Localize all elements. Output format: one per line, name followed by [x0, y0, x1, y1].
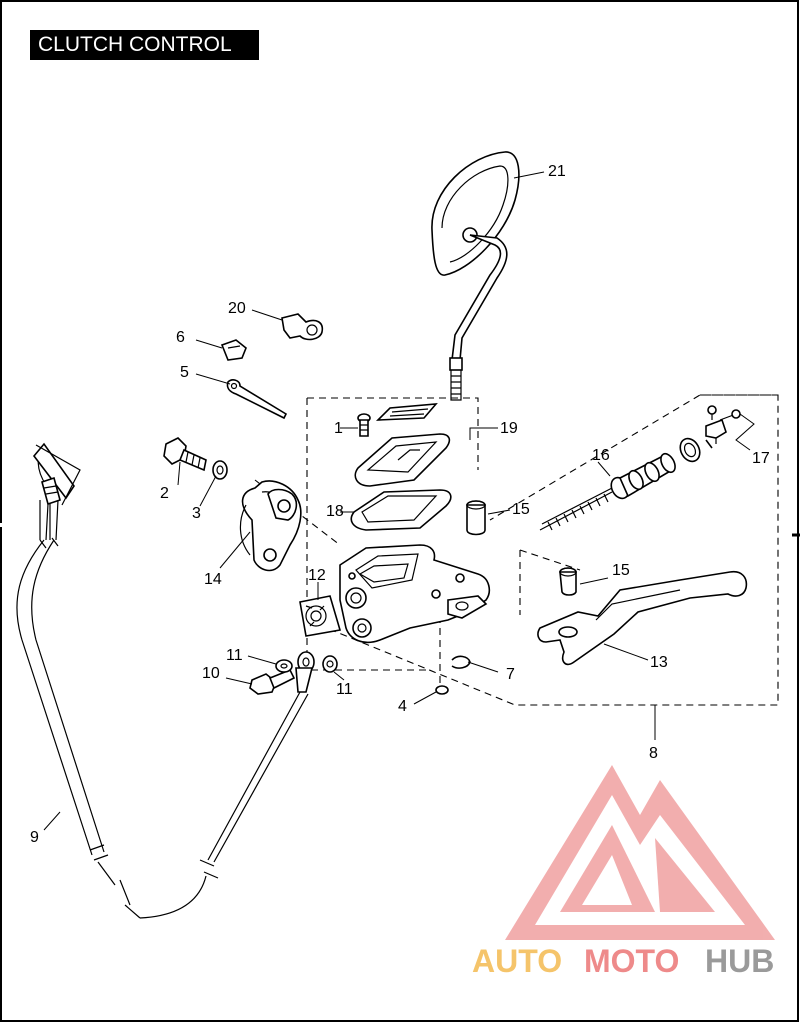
washer-part-3 — [212, 460, 228, 480]
cable-strap-part-5 — [226, 379, 288, 420]
callout-1: 1 — [334, 420, 343, 437]
piston-assembly-part-16 — [539, 437, 713, 531]
callout-9: 9 — [30, 829, 39, 846]
callout-11-right: 11 — [336, 681, 353, 698]
screw-part-1 — [357, 413, 371, 437]
callout-12: 12 — [308, 567, 326, 584]
switch-part-17 — [705, 405, 741, 444]
clutch-lever-part-13 — [537, 570, 748, 666]
callout-16: 16 — [592, 447, 610, 464]
callout-14: 14 — [204, 571, 222, 588]
clip-part-6 — [220, 339, 247, 361]
watermark-text-auto: AUTO — [472, 943, 562, 979]
master-cylinder-body — [339, 544, 491, 644]
watermark-text-hub: HUB — [705, 943, 774, 979]
callout-10: 10 — [202, 665, 220, 682]
washer-part-11-left — [275, 659, 293, 673]
cover-part-19 — [354, 403, 451, 487]
leader-lines — [43, 171, 755, 831]
callout-15-upper: 15 — [512, 501, 530, 518]
diaphragm-part-18 — [350, 489, 452, 531]
callout-3: 3 — [192, 505, 201, 522]
mirror-part-21 — [431, 151, 520, 401]
group-19-outline — [306, 397, 479, 671]
callout-6: 6 — [176, 329, 185, 346]
callout-7: 7 — [506, 666, 515, 683]
watermark-text-moto: MOTO — [584, 943, 679, 979]
callout-18: 18 — [326, 503, 344, 520]
diagram-title: CLUTCH CONTROL — [30, 30, 259, 60]
callout-20: 20 — [228, 300, 246, 317]
washer-part-4 — [435, 685, 449, 695]
pin-part-15-upper — [466, 500, 486, 536]
callout-8: 8 — [649, 745, 658, 762]
bracket-part-14 — [239, 480, 302, 572]
callout-2: 2 — [160, 485, 169, 502]
clutch-hose-part-9 — [16, 442, 315, 919]
callout-21: 21 — [548, 163, 566, 180]
washer-part-11-right — [322, 655, 338, 673]
callout-13: 13 — [650, 654, 668, 671]
banjo-bolt-part-10 — [249, 668, 296, 695]
group-8-outline — [306, 394, 779, 706]
circlip-part-7 — [451, 655, 471, 669]
callout-15-lower: 15 — [612, 562, 630, 579]
bolt-part-2 — [163, 437, 207, 472]
sight-glass-part-12 — [299, 595, 342, 637]
callout-4: 4 — [398, 698, 407, 715]
clamp-part-20 — [281, 313, 324, 341]
automotohub-logo — [505, 765, 775, 940]
pin-part-15-lower — [559, 567, 577, 596]
group-15b-outline — [519, 549, 581, 615]
callout-11-left: 11 — [226, 647, 243, 664]
callout-17: 17 — [752, 450, 770, 467]
callout-5: 5 — [180, 364, 189, 381]
callout-19: 19 — [500, 420, 518, 437]
